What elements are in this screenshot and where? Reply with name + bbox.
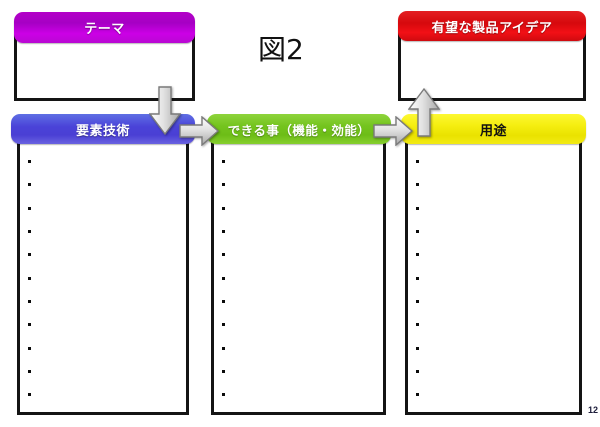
application-header[interactable]: 用途 bbox=[401, 114, 586, 144]
theme-header[interactable]: テーマ bbox=[14, 12, 195, 43]
element-tech-box-body bbox=[17, 130, 189, 415]
arrow-element-tech-to-capability-icon bbox=[179, 116, 219, 146]
capability-header[interactable]: できる事（機能・効能） bbox=[207, 114, 391, 144]
capability-box-body bbox=[211, 130, 386, 415]
figure-title: 図2 bbox=[258, 33, 304, 66]
application-box-body bbox=[405, 130, 582, 415]
page-number: 12 bbox=[587, 405, 598, 415]
arrow-theme-to-element-tech-icon bbox=[149, 86, 181, 136]
arrow-application-to-promising-idea-icon bbox=[408, 87, 440, 137]
promising-idea-header[interactable]: 有望な製品アイデア bbox=[398, 11, 586, 41]
arrow-capability-to-application-icon bbox=[373, 116, 413, 146]
